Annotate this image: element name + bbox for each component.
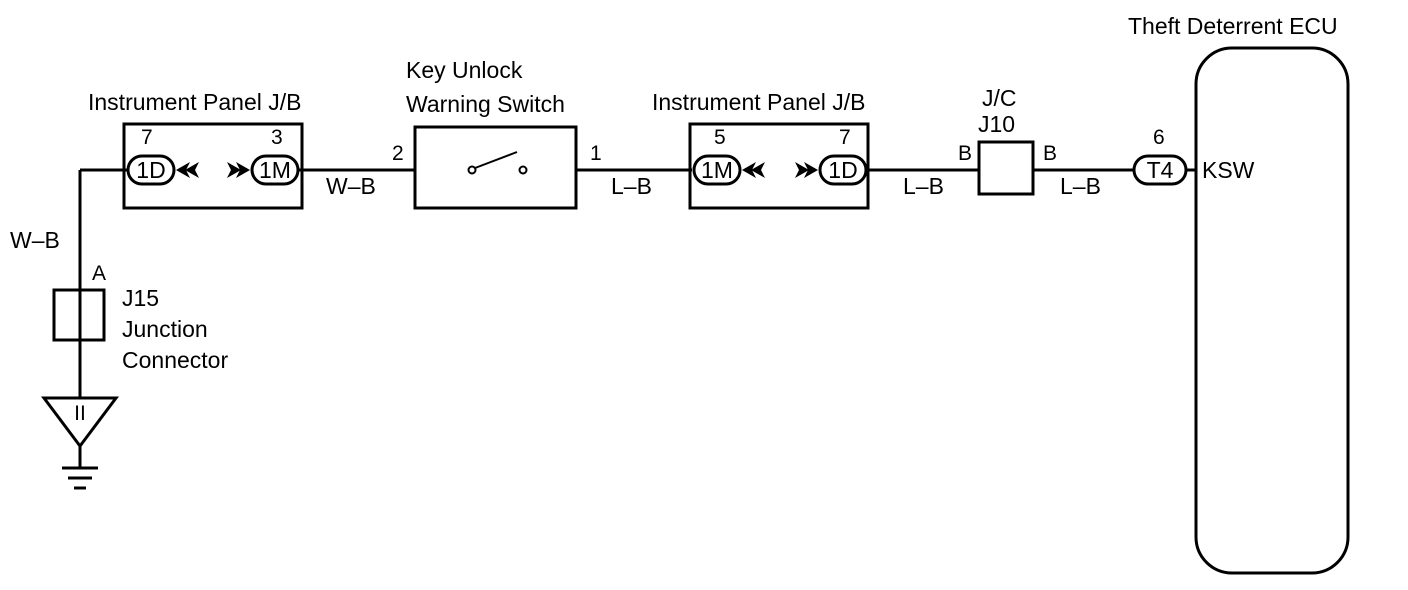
junction-connector-j10: J/C J10 B B [958,85,1057,196]
wire-label-jb-to-switch: W–B [326,173,376,199]
jb-left-title: Instrument Panel J/B [88,89,302,115]
wire-label-left-vertical: W–B [10,227,60,253]
jb-right-box [688,122,870,210]
ecu-title: Theft Deterrent ECU [1128,13,1338,39]
switch-pin-right: 1 [590,142,602,165]
ecu-pin: 6 [1153,126,1165,149]
connector-arrows-right [742,162,818,178]
ecu-terminal-ksw: KSW [1202,157,1255,183]
jb-right-title: Instrument Panel J/B [652,89,866,115]
j15-label-line3: Connector [122,347,228,373]
connector-1m-right [692,154,742,186]
ground: II [41,396,119,490]
ground-icon [62,466,98,490]
switch-title-line1: Key Unlock [406,57,523,83]
ground-symbol-label: II [74,402,86,425]
connector-1d-right [818,154,868,186]
switch-blade [474,151,518,169]
instrument-panel-jb-left: Instrument Panel J/B 7 3 1D 1M [88,89,304,210]
jb-right-pin-right: 7 [839,126,851,149]
jc-title-line1: J/C [982,85,1017,111]
wire-label-jb-to-jc: L–B [903,173,944,199]
key-unlock-warning-switch: Key Unlock Warning Switch 2 1 [392,57,602,210]
instrument-panel-jb-right: Instrument Panel J/B 5 7 1M 1D [652,89,870,210]
j15-box [52,288,106,342]
junction-connector-j15: A J15 Junction Connector [52,262,228,373]
jb-left-pin-right: 3 [271,126,283,149]
jb-left-box [122,122,304,210]
switch-box [413,125,578,210]
ground-triangle [41,396,119,449]
connector-1d-right-label: 1D [828,157,857,183]
wire-labels: W–B W–B L–B L–B L–B [10,173,1101,253]
jc-box [977,140,1035,196]
connector-1d-left [126,154,176,186]
switch-contact-left [467,165,477,175]
connector-1m-left [250,154,300,186]
connector-t4 [1132,154,1188,186]
j15-pin: A [92,262,106,285]
switch-contact-right [518,165,528,175]
j15-label-line1: J15 [122,285,159,311]
theft-deterrent-ecu: Theft Deterrent ECU 6 T4 KSW [1128,13,1350,575]
wires [78,168,1196,468]
switch-pin-left: 2 [392,142,404,165]
connector-1m-left-label: 1M [259,157,291,183]
connector-t4-label: T4 [1147,157,1174,183]
connector-1m-right-label: 1M [701,157,733,183]
ecu-box [1194,46,1350,575]
jc-pin-right: B [1043,142,1057,165]
switch-title-line2: Warning Switch [406,91,565,117]
jb-left-pin-left: 7 [141,126,153,149]
j15-label-line2: Junction [122,316,208,342]
jb-right-pin-left: 5 [714,126,726,149]
connector-arrows-left [176,162,250,178]
wire-label-jc-to-ecu: L–B [1060,173,1101,199]
connector-1d-left-label: 1D [136,157,165,183]
wire-label-switch-to-jb: L–B [611,173,652,199]
jc-title-line2: J10 [978,111,1015,137]
jc-pin-left: B [958,142,972,165]
